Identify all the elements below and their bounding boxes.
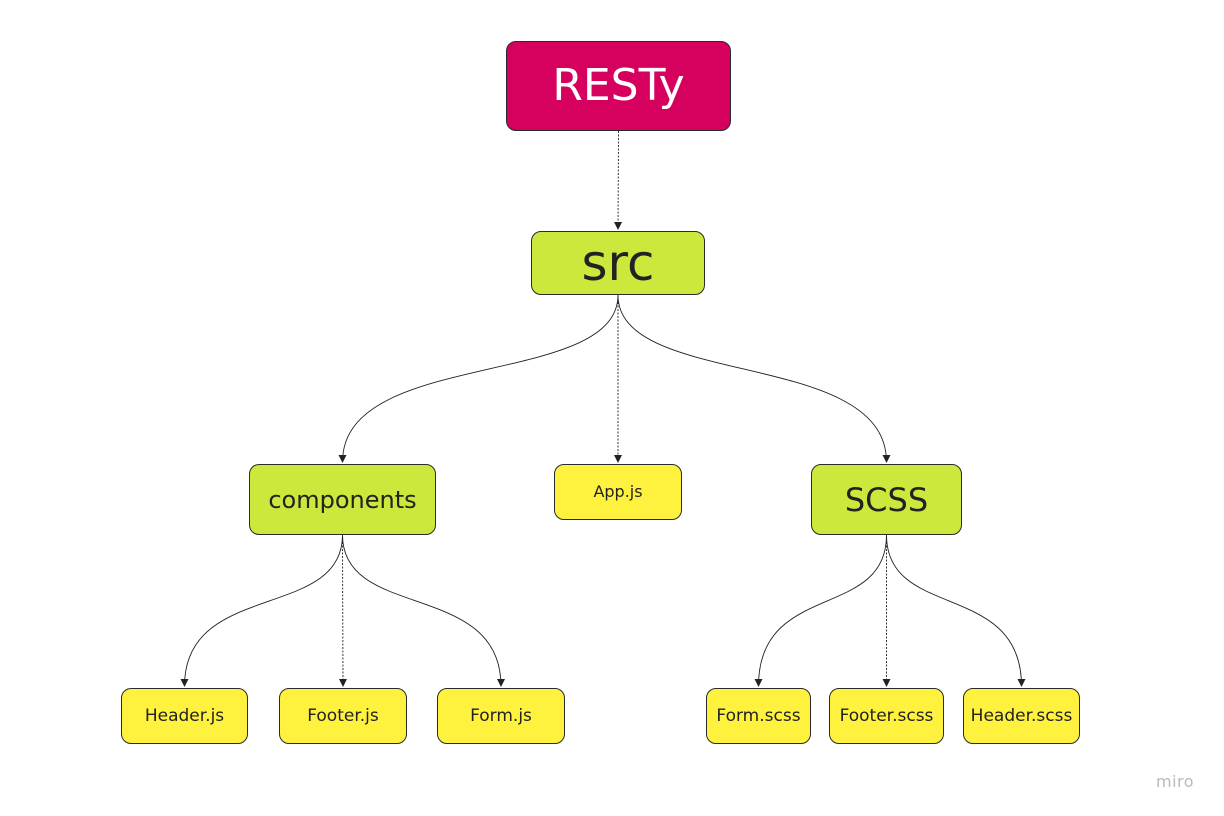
node-form-js-label: Form.js bbox=[470, 705, 532, 726]
node-src-label: src bbox=[581, 234, 655, 292]
connector-scss-to-header_scss bbox=[886, 534, 1026, 687]
node-scss-label: SCSS bbox=[844, 480, 929, 519]
node-footer-js[interactable]: Footer.js bbox=[279, 688, 407, 744]
node-scss[interactable]: SCSS bbox=[811, 464, 962, 535]
connector-src-to-scss bbox=[617, 294, 891, 463]
node-footer-js-label: Footer.js bbox=[307, 705, 379, 726]
node-src[interactable]: src bbox=[531, 231, 705, 295]
connector-components-to-header_js bbox=[180, 534, 343, 687]
node-components-label: components bbox=[268, 485, 417, 514]
connector-src-to-components bbox=[338, 294, 619, 463]
connector-root-to-src bbox=[614, 130, 623, 230]
node-form-js[interactable]: Form.js bbox=[437, 688, 565, 744]
node-header-scss[interactable]: Header.scss bbox=[963, 688, 1080, 744]
node-resty[interactable]: RESTy bbox=[506, 41, 731, 131]
node-resty-label: RESTy bbox=[552, 60, 685, 111]
connector-scss-to-form_scss bbox=[754, 534, 887, 687]
node-footer-scss[interactable]: Footer.scss bbox=[829, 688, 944, 744]
node-form-scss-label: Form.scss bbox=[716, 705, 801, 726]
miro-watermark: miro bbox=[1156, 772, 1195, 791]
node-header-js[interactable]: Header.js bbox=[121, 688, 248, 744]
node-header-js-label: Header.js bbox=[144, 705, 225, 726]
node-app-js[interactable]: App.js bbox=[554, 464, 682, 520]
node-header-scss-label: Header.scss bbox=[970, 705, 1073, 726]
node-form-scss[interactable]: Form.scss bbox=[706, 688, 811, 744]
connector-components-to-footer_js bbox=[338, 534, 347, 687]
connector-components-to-form_js bbox=[342, 534, 505, 687]
node-components[interactable]: components bbox=[249, 464, 436, 535]
node-footer-scss-label: Footer.scss bbox=[839, 705, 934, 726]
node-app-js-label: App.js bbox=[593, 482, 643, 501]
